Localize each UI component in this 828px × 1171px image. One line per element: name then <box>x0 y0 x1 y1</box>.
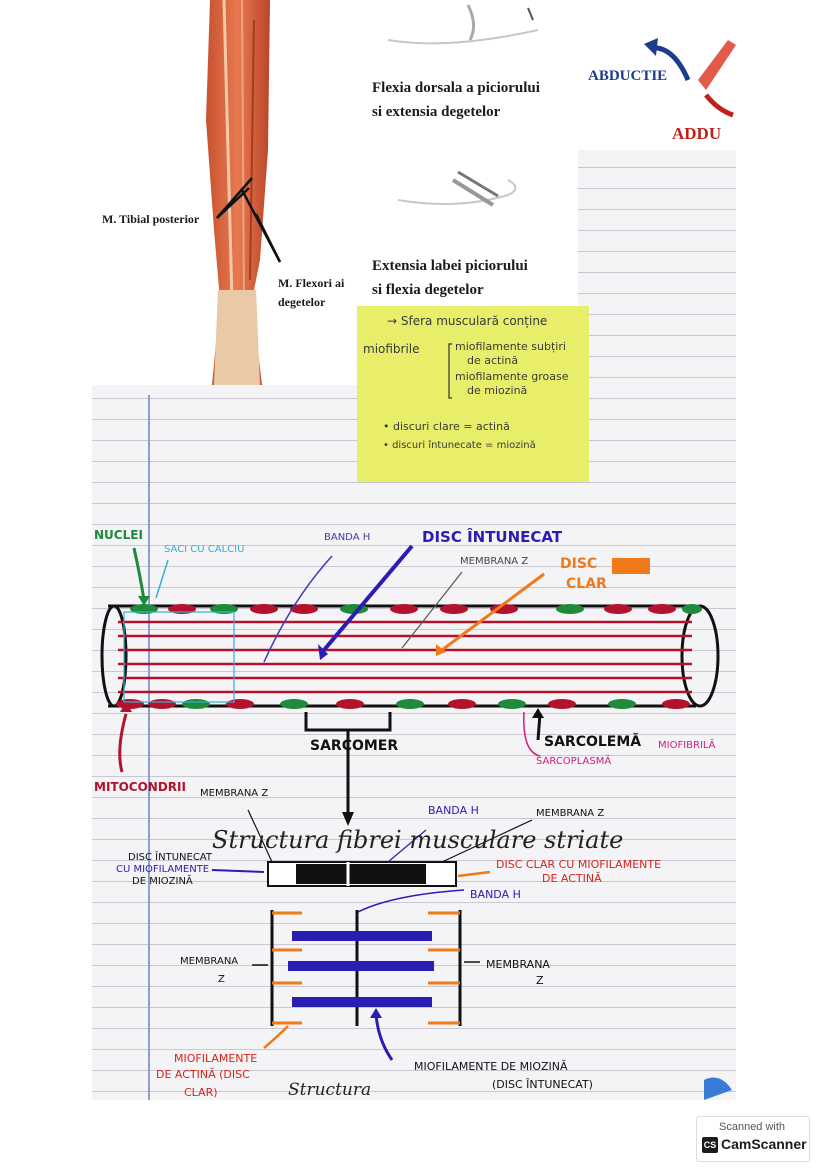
sticky-bullet2: • discuri întunecate = miozină <box>383 440 536 451</box>
margin-line <box>148 395 150 1100</box>
dorsal-flexion-line2: si extensia degetelor <box>372 104 501 120</box>
page-title: Structura fibrei musculare striate <box>212 826 624 854</box>
label-actin-1: MIOFILAMENTE <box>174 1052 258 1065</box>
label-nuclei: NUCLEI <box>94 528 143 542</box>
label-structura-cut: Structura <box>288 1080 372 1100</box>
label-banda-h: BANDA H <box>324 532 371 543</box>
label-membrana-z: MEMBRANA Z <box>460 556 529 567</box>
label-actin-3: CLAR) <box>184 1086 218 1099</box>
label-clear-disc-1: DISC CLAR CU MIOFILAMENTE <box>496 858 662 871</box>
adduction-label: ADDU <box>672 124 722 143</box>
camscanner-logo-icon: CS <box>702 1137 718 1153</box>
label-disc-clar-1: DISC <box>560 556 598 572</box>
sticky-item1b: de actină <box>467 354 519 367</box>
extension-line1: Extensia labei piciorului <box>372 258 528 274</box>
label-membrana-left-z: Z <box>218 974 225 985</box>
fiber-diagram <box>100 544 732 1100</box>
abduction-printout: ABDUCTIE ADDU <box>578 0 736 150</box>
abduction-label: ABDUCTIE <box>588 68 668 84</box>
sticky-note: → Sfera musculară conține miofibrile mio… <box>357 306 589 482</box>
dorsal-flexion-line1: Flexia dorsala a piciorului <box>372 80 540 96</box>
label-mitocondrii: MITOCONDRII <box>94 780 186 794</box>
label-miofibrila: MIOFIBRILĂ <box>658 740 716 751</box>
notebook-page: M. Tibial posterior M. Flexori ai degete… <box>92 0 736 1100</box>
label-membrana-right: MEMBRANA <box>486 958 550 971</box>
leg-anatomy-printout: M. Tibial posterior M. Flexori ai degete… <box>92 0 360 385</box>
extension-line2: si flexia degetelor <box>372 282 484 298</box>
flexor-label-line1: M. Flexori ai <box>278 276 345 290</box>
label-banda-h-top: BANDA H <box>428 804 479 817</box>
foot-sketches <box>387 4 539 207</box>
label-myosin-2: (DISC ÎNTUNECAT) <box>492 1078 593 1091</box>
label-membrana-left: MEMBRANA <box>180 956 239 967</box>
label-membrana-right-z: Z <box>536 974 544 987</box>
label-myosin-1: MIOFILAMENTE DE MIOZINĂ <box>414 1060 568 1073</box>
sticky-line1: → Sfera musculară conține <box>387 314 548 328</box>
label-sarcoplasma: SARCOPLASMĂ <box>536 756 612 767</box>
camscanner-badge: Scanned with CS CamScanner <box>696 1116 810 1162</box>
sticky-item2b: de miozină <box>467 384 528 397</box>
tibial-posterior-label: M. Tibial posterior <box>102 212 200 226</box>
sticky-item2a: miofilamente groase <box>455 370 569 383</box>
label-membrana-z-right: MEMBRANA Z <box>536 808 605 819</box>
leg-muscles-image <box>206 0 282 385</box>
label-clear-disc-2: DE ACTINĂ <box>542 872 602 885</box>
sticky-brace <box>448 343 452 399</box>
label-sarcolema: SARCOLEMĂ <box>544 734 642 750</box>
label-dark-disc-2: CU MIOFILAMENTE <box>116 864 210 875</box>
label-calcium: SACI CU CALCIU <box>164 544 245 555</box>
label-disc-dark: DISC ÎNTUNECAT <box>422 528 563 546</box>
sticky-item1a: miofilamente subțiri <box>455 340 566 353</box>
label-sarcomer: SARCOMER <box>310 738 399 754</box>
scanned-with-text: Scanned with <box>719 1121 786 1133</box>
flexor-label-line2: degetelor <box>278 295 326 309</box>
abduction-arrows <box>644 38 736 118</box>
label-banda-h-2: BANDA H <box>470 888 521 901</box>
label-actin-2: DE ACTINĂ (DISC <box>156 1068 250 1081</box>
foot-movements-printout: Flexia dorsala a piciorului si extensia … <box>358 0 578 306</box>
label-disc-clar-2: CLAR <box>566 576 607 592</box>
sticky-bullet1: • discuri clare = actină <box>383 420 510 433</box>
label-dark-disc-3: DE MIOZINĂ <box>132 876 193 887</box>
sticky-miofibrile: miofibrile <box>363 342 420 356</box>
label-dark-disc-1: DISC ÎNTUNECAT <box>128 852 212 863</box>
camscanner-brand: CamScanner <box>721 1136 807 1152</box>
label-membrana-z-left: MEMBRANA Z <box>200 788 269 799</box>
